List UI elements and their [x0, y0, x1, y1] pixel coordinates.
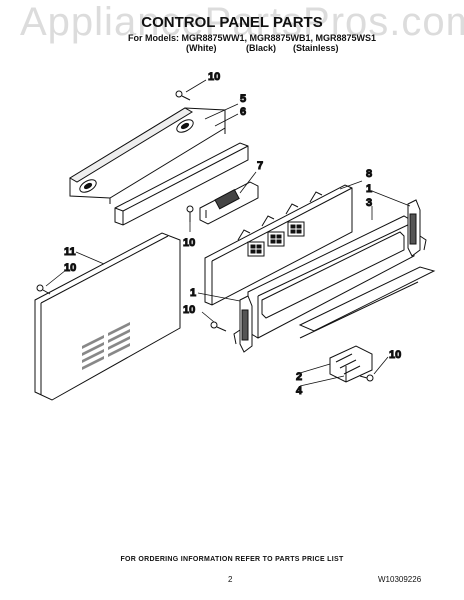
callout-10-left: 10 — [64, 262, 76, 274]
control-panel-frame-part — [247, 215, 436, 339]
screw-icon — [210, 321, 227, 332]
callout-11: 11 — [64, 246, 76, 258]
mount-bracket-part — [329, 345, 373, 383]
color-stainless: (Stainless) — [293, 43, 339, 53]
callout-10-bottom: 10 — [389, 349, 401, 361]
callout-6: 6 — [240, 106, 246, 118]
callout-1-right: 1 — [366, 183, 372, 195]
screw-icon — [186, 205, 194, 222]
leader-lines — [45, 79, 411, 387]
control-board-part — [199, 181, 259, 225]
page-title: CONTROL PANEL PARTS — [141, 14, 323, 31]
callout-3: 3 — [366, 197, 372, 209]
callout-4: 4 — [296, 385, 303, 397]
screw-icon — [36, 284, 51, 295]
callout-1-left: 1 — [190, 287, 196, 299]
end-cap-right-part — [407, 199, 427, 257]
watermark: AppliancePartsPros.com — [20, 0, 464, 44]
callout-10-mid: 10 — [183, 304, 195, 316]
model-numbers: For Models: MGR8875WW1, MGR8875WB1, MGR8… — [128, 33, 377, 43]
document-number: W10309226 — [378, 575, 422, 584]
ordering-footer: FOR ORDERING INFORMATION REFER TO PARTS … — [120, 556, 344, 563]
end-cap-left-part — [233, 295, 253, 353]
rear-panel-part — [34, 232, 181, 401]
callout-10-top: 10 — [208, 71, 220, 83]
callout-2: 2 — [296, 371, 302, 383]
callout-5: 5 — [240, 93, 246, 105]
color-white: (White) — [186, 43, 217, 53]
screw-icon — [175, 90, 191, 101]
lower-shield-part — [114, 142, 249, 226]
color-black: (Black) — [246, 43, 277, 53]
callout-7: 7 — [257, 160, 263, 172]
page-number: 2 — [228, 575, 233, 584]
screw-icon — [359, 374, 374, 382]
control-bracket-part — [204, 184, 353, 306]
screw-icons — [36, 90, 374, 382]
rear-shield-part — [69, 107, 226, 204]
callout-10-board: 10 — [183, 237, 195, 249]
callout-8: 8 — [366, 168, 372, 180]
